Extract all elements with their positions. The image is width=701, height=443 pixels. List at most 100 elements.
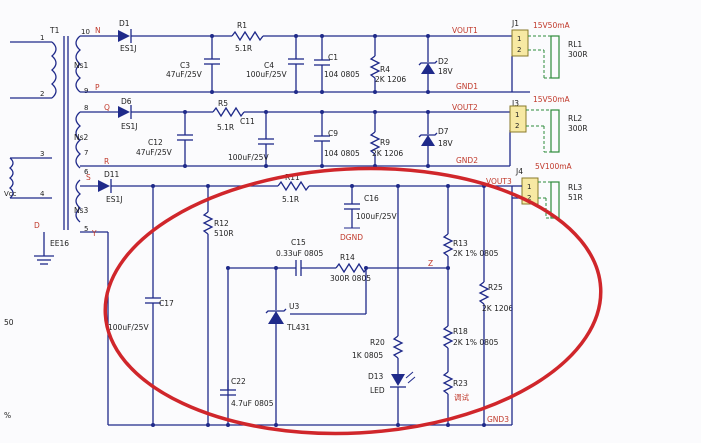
j4-pin2: 2 <box>527 194 531 202</box>
port-dgnd: DGND <box>340 233 363 242</box>
channel-3: S Y D D11 ES1J R11 5.1R VOUT3 GND3 C17 1… <box>34 170 513 426</box>
channel-2: Q R D6 ES1J R5 5.1R C12 47uF/25V C11 100… <box>80 97 511 167</box>
net-p: P <box>95 83 100 92</box>
led-ray-2 <box>407 376 416 384</box>
r5-ref: R5 <box>218 99 228 108</box>
c11-ref: C11 <box>240 117 255 126</box>
r1-val: 5.1R <box>235 44 252 53</box>
j4-ref: J4 <box>515 167 523 176</box>
pin-4: 4 <box>40 190 45 198</box>
junction-dot <box>320 110 324 114</box>
junction-dot <box>320 34 324 38</box>
diode-d1-body <box>118 30 130 42</box>
junction-dot <box>264 110 268 114</box>
resistor-r23 <box>442 371 454 395</box>
r4-val: 2K 1206 <box>375 75 406 84</box>
winding-ns3: Ns3 <box>74 206 89 215</box>
r20-val: 1K 0805 <box>352 351 383 360</box>
junction-dot <box>151 184 155 188</box>
junction-dot <box>426 110 430 114</box>
junction-dot <box>373 110 377 114</box>
resistor-r9 <box>369 131 381 155</box>
side-label-vcc: Vcc <box>4 190 17 198</box>
c22-ref: C22 <box>231 377 246 386</box>
rl2-ref: RL2 <box>568 114 582 123</box>
led-d13-body <box>391 374 405 386</box>
r14-ref: R14 <box>340 253 355 262</box>
junction-dot <box>294 34 298 38</box>
pin-7: 7 <box>84 149 88 157</box>
j3-pin1: 1 <box>515 111 519 119</box>
port-gnd2: GND2 <box>456 156 478 165</box>
ns3-coil <box>75 179 81 223</box>
resistor-r18 <box>442 325 454 349</box>
junction-dot <box>446 266 450 270</box>
net-q: Q <box>104 103 110 112</box>
d6-ref: D6 <box>121 97 132 106</box>
c1-ref: C1 <box>328 53 338 62</box>
j3-ref: J3 <box>511 99 519 108</box>
junction-dot <box>482 423 486 427</box>
output-connectors: J1 15V50mA 1 2 RL1 300R J3 15V50mA 1 2 R… <box>509 19 588 219</box>
port-vout1: VOUT1 <box>452 26 478 35</box>
zener-d2-body <box>421 63 435 74</box>
junction-dot <box>294 90 298 94</box>
zener-d7-bar <box>418 132 438 138</box>
rl3-val: 51R <box>568 193 583 202</box>
r25-val: 2K 1206 <box>482 304 513 313</box>
led-val: LED <box>370 386 385 395</box>
d7-ref: D7 <box>438 127 449 136</box>
junction-dot <box>274 423 278 427</box>
r18-ref: R18 <box>453 327 468 336</box>
aux-coil <box>8 157 14 199</box>
r12-ref: R12 <box>214 219 229 228</box>
c12-val: 47uF/25V <box>136 148 173 157</box>
junction-dot <box>206 184 210 188</box>
r1-ref: R1 <box>237 21 247 30</box>
junction-dot <box>396 423 400 427</box>
resistor-r5 <box>212 106 245 118</box>
pin-9: 9 <box>84 87 88 95</box>
r23-ref: R23 <box>453 379 468 388</box>
junction-dot <box>396 184 400 188</box>
resistor-r4 <box>369 55 381 79</box>
primary-coil <box>51 41 57 99</box>
resistor-r12 <box>202 211 214 235</box>
junction-dot <box>426 90 430 94</box>
c22-val: 4.7uF 0805 <box>231 399 274 408</box>
junction-dots <box>151 34 486 427</box>
pin-8: 8 <box>84 104 88 112</box>
c16-val: 100uF/25V <box>356 212 397 221</box>
d2-ref: D2 <box>438 57 449 66</box>
junction-dot <box>364 266 368 270</box>
led-ref: D13 <box>368 372 384 381</box>
j1-spec: 15V50mA <box>533 21 571 30</box>
r9-val: 2K 1206 <box>372 149 403 158</box>
c16-ref: C16 <box>364 194 379 203</box>
c9-val: 104 0805 <box>324 149 360 158</box>
pin-6: 6 <box>84 168 89 176</box>
junction-dot <box>426 34 430 38</box>
junction-dot <box>426 164 430 168</box>
ns2-coil <box>75 111 81 169</box>
resistor-r25 <box>478 281 490 305</box>
junction-dot <box>226 423 230 427</box>
pin-10: 10 <box>81 28 90 36</box>
load-rl1 <box>550 35 560 79</box>
j3-pin2: 2 <box>515 122 519 130</box>
d6-val: ES1J <box>121 122 137 131</box>
junction-dot <box>274 266 278 270</box>
diode-d6-body <box>118 106 130 118</box>
c4-val: 100uF/25V <box>246 70 287 79</box>
edge-fragment: % <box>4 411 11 420</box>
d1-ref: D1 <box>119 19 130 28</box>
r18-val: 2K 1% 0805 <box>453 338 499 347</box>
pin-3: 3 <box>40 150 44 158</box>
c15-val: 0.33uF 0805 <box>276 249 323 258</box>
c3-val: 47uF/25V <box>166 70 203 79</box>
j1-pin1: 1 <box>517 35 521 43</box>
resistor-r13 <box>442 233 454 257</box>
rl3-ref: RL3 <box>568 183 582 192</box>
net-r: R <box>104 157 109 166</box>
c9-ref: C9 <box>328 129 338 138</box>
